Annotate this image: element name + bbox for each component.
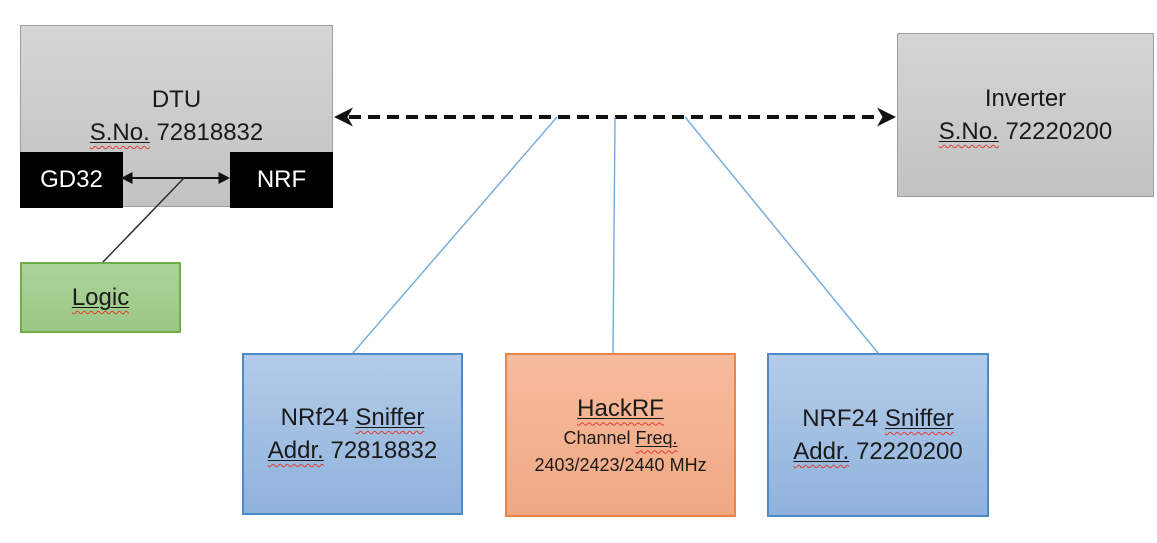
sniffer-right-name: NRF24 Sniffer <box>802 404 954 432</box>
sniffer-left-addr: Addr. 72818832 <box>267 437 438 464</box>
dtu-box: DTU S.No. 72818832 GD32 NRF <box>20 25 333 208</box>
inverter-serial-label: S.No. <box>938 118 999 145</box>
logic-box: Logic <box>20 262 181 333</box>
hackrf-box: HackRF Channel Freq. 2403/2423/2440 MHz <box>505 353 736 517</box>
sniffer-left-box: NRf24 Sniffer Addr. 72818832 <box>242 353 463 515</box>
inverter-serial-value: 72220200 <box>998 118 1113 145</box>
gd32-label: GD32 <box>40 166 103 194</box>
dtu-serial: S.No. 72818832 <box>90 116 263 149</box>
inverter-serial: S.No. 72220200 <box>939 115 1112 148</box>
logic-label: Logic <box>71 283 130 311</box>
sniffer-right-box: NRF24 Sniffer Addr. 72220200 <box>767 353 989 517</box>
gd32-chip: GD32 <box>20 152 123 208</box>
sniffer-right-addr: Addr. 72220200 <box>793 438 963 465</box>
inverter-title: Inverter <box>984 84 1067 112</box>
nrf-label: NRF <box>256 166 307 194</box>
hackrf-title: HackRF <box>577 395 664 423</box>
dtu-title: DTU <box>151 85 202 113</box>
dtu-serial-value: 72818832 <box>149 119 264 146</box>
hackrf-frequencies: 2403/2423/2440 MHz <box>534 454 707 475</box>
sniffer-left-name: NRf24 Sniffer <box>280 403 425 431</box>
hackrf-channel-label: Channel Freq. <box>563 428 678 449</box>
dtu-serial-label: S.No. <box>89 119 150 146</box>
inverter-box: Inverter S.No. 72220200 <box>897 33 1154 197</box>
nrf-chip: NRF <box>230 152 333 208</box>
